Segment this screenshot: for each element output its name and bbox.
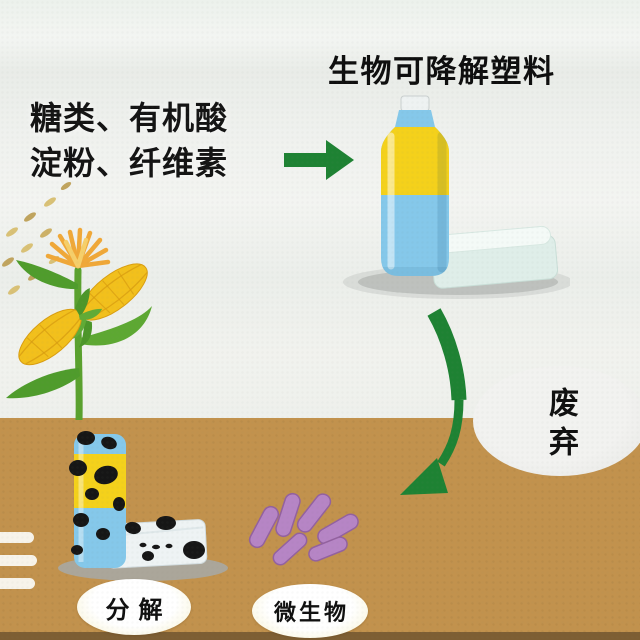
corn-tassel-icon [45,227,111,269]
corn-plant-illustration [2,181,152,420]
sky-background [0,0,640,420]
discard-label-bubble: 废弃 [473,366,640,476]
white-bar [0,578,35,589]
right-arrow-icon [284,140,354,180]
decompose-label-bubble: 分解 [77,579,191,635]
curved-down-arrow-icon [400,308,467,495]
feedstock-text: 糖类、有机酸 淀粉、纤维素 [30,96,228,186]
microbes-label: 微生物 [273,600,349,625]
feedstock-line-1: 糖类、有机酸 [30,100,229,136]
corn-leaf-lower-left [6,368,80,399]
feedstock-line-2: 淀粉、纤维素 [30,145,229,181]
diagram-title: 生物可降解塑料 [328,54,556,89]
corn-cob-lower [18,287,103,366]
decay-spots [69,431,205,561]
microbes-label-bubble: 微生物 [252,584,368,638]
microbes-illustration [248,492,359,566]
corn-leaf-right [80,306,152,346]
foam-tray-icon [431,225,559,289]
decomposing-products-illustration [58,431,228,581]
plastic-products-illustration [343,95,570,299]
white-bar [0,555,37,566]
decompose-label: 分解 [105,596,172,624]
corn-leaf-upper-left [16,260,78,290]
corn-stem [74,266,83,420]
discard-label: 废弃 [544,386,577,465]
white-bar [0,532,34,543]
plastic-bottle-icon [381,95,449,276]
